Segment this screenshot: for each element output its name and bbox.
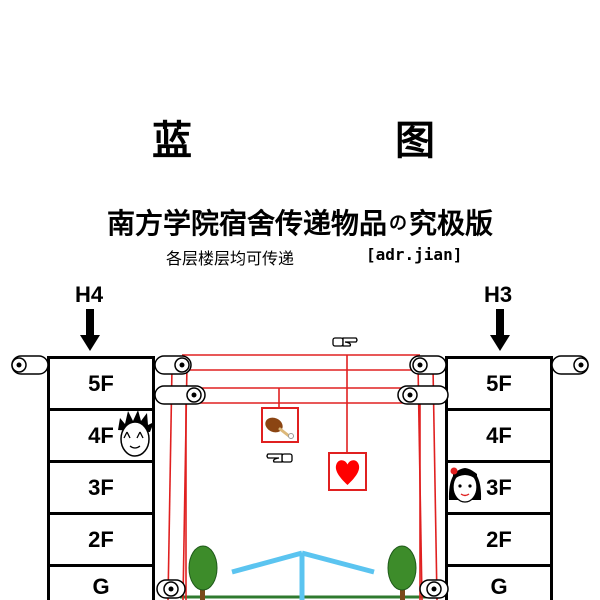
- floor-label: 4F: [448, 411, 550, 463]
- girl-with-bow-icon: [448, 467, 482, 503]
- heart-icon: [328, 452, 367, 491]
- floor-label: 5F: [448, 359, 550, 411]
- footpath-icon: [231, 550, 375, 600]
- author-note: [adr.jian]: [366, 245, 463, 264]
- floor-label: G: [490, 574, 508, 599]
- tree-icon: [387, 545, 417, 600]
- down-arrow-icon: [490, 309, 510, 351]
- subtitle-part-2: 究极版: [409, 207, 494, 240]
- title-char-2: 图: [395, 117, 437, 164]
- pulley-icon: [154, 355, 192, 375]
- building-label-left: H4: [75, 282, 104, 307]
- pointing-hand-icon: [266, 453, 293, 463]
- building-right: 5F 4F 3F 2F G: [445, 356, 553, 600]
- pulley-icon: [11, 355, 49, 375]
- floor-label: G: [92, 574, 110, 599]
- tagline-text: 各层楼层均可传递: [166, 249, 295, 268]
- pulley-icon: [551, 355, 589, 375]
- subtitle-part-1: 南方学院宿舍传递物品: [106, 207, 387, 240]
- floor-label: 2F: [448, 515, 550, 567]
- floor-label: 5F: [50, 359, 152, 411]
- pulley-icon: [156, 579, 186, 599]
- building-left: 5F 4F 3F 2F G: [47, 356, 155, 600]
- chicken-drumstick-icon: [261, 407, 299, 443]
- floor-label: 2F: [50, 515, 152, 567]
- spiky-hair-boy-icon: [118, 410, 154, 457]
- floor-label: 3F: [50, 463, 152, 515]
- floor-label: 4F: [50, 411, 152, 463]
- diagram-subtitle: 南方学院宿舍传递物品の究极版: [0, 202, 600, 242]
- diagram-title: 蓝 图: [0, 108, 600, 164]
- pulley-icon: [397, 385, 449, 405]
- floor-label: 3F: [448, 463, 550, 515]
- pulley-icon: [154, 385, 206, 405]
- pointing-hand-icon: [332, 337, 358, 347]
- subtitle-particle: の: [389, 213, 407, 234]
- tree-icon: [188, 545, 218, 600]
- pulley-icon: [409, 355, 447, 375]
- down-arrow-icon: [80, 309, 100, 351]
- pulley-icon: [419, 579, 449, 599]
- title-char-1: 蓝: [152, 117, 194, 164]
- building-label-right: H3: [484, 282, 513, 307]
